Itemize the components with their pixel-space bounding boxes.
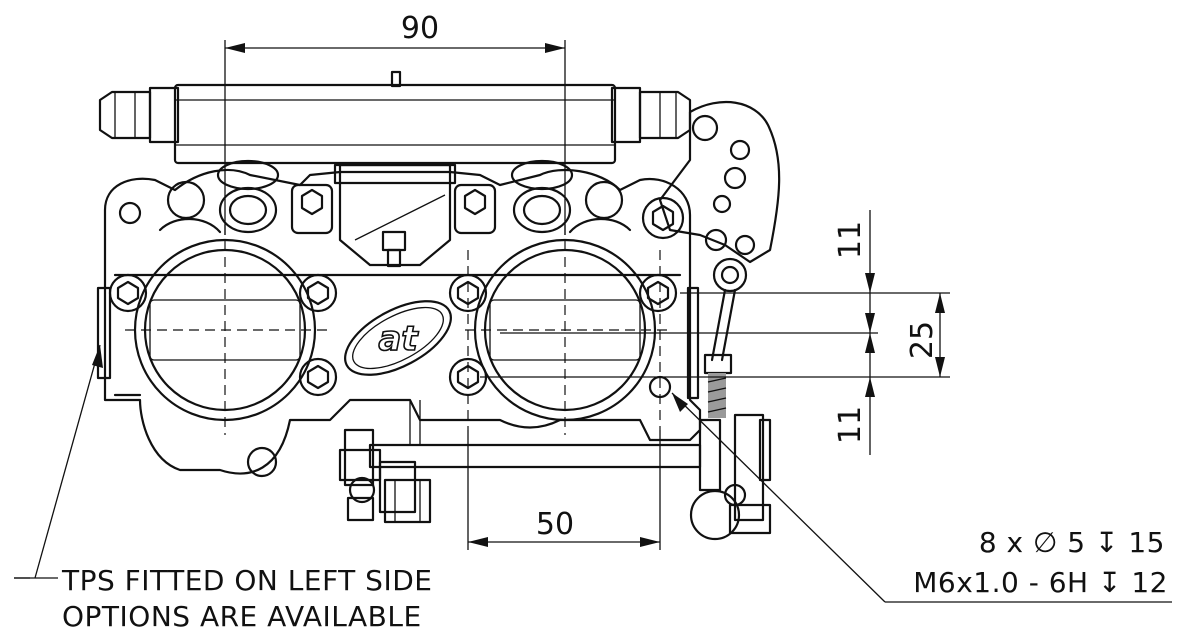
dimension-50-label: 50 xyxy=(536,507,574,542)
dimension-25-label: 25 xyxy=(905,321,940,359)
at-logo: at xyxy=(344,300,452,376)
throttle-bores xyxy=(125,225,670,435)
dimension-90-label: 90 xyxy=(401,11,439,46)
logo-text: at xyxy=(378,319,419,359)
fuel-rail xyxy=(98,70,692,165)
injector-block xyxy=(216,159,574,268)
dimension-11-upper-label: 11 xyxy=(833,221,868,259)
vertical-dimensions: 11 25 11 xyxy=(480,210,950,455)
tps-note-line1: TPS FITTED ON LEFT SIDE xyxy=(61,564,432,597)
throttle-lever xyxy=(641,100,781,541)
tps-note-line2: OPTIONS ARE AVAILABLE xyxy=(62,600,422,633)
dimension-90: 90 xyxy=(224,11,566,235)
throttle-body xyxy=(96,168,702,478)
holes-note-line2: M6x1.0 - 6H ↧ 12 xyxy=(913,566,1168,599)
tps-note: TPS FITTED ON LEFT SIDE OPTIONS ARE AVAI… xyxy=(14,344,432,633)
dimension-50: 50 xyxy=(467,430,661,550)
dimension-11-lower-label: 11 xyxy=(833,406,868,444)
holes-note-line1: 8 x ∅ 5 ↧ 15 xyxy=(979,526,1165,559)
holes-note: 8 x ∅ 5 ↧ 15 M6x1.0 - 6H ↧ 12 xyxy=(671,392,1172,603)
lower-shaft xyxy=(338,400,702,524)
